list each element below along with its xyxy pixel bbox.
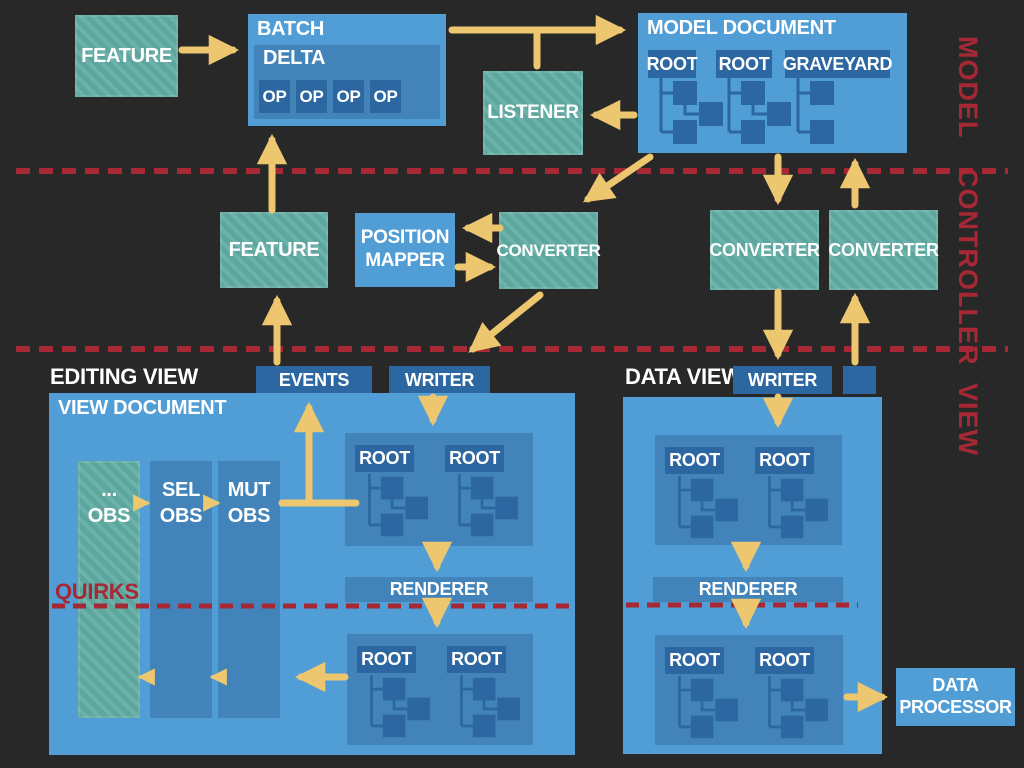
observer-column-other: ... OBS <box>78 461 140 718</box>
observer-column-sel: SEL OBS <box>150 461 212 718</box>
listener-box: LISTENER <box>483 71 583 155</box>
delta-title: DELTA <box>263 47 326 69</box>
node-tree <box>755 476 833 542</box>
view-tree-container-lower: ROOT ROOT <box>347 634 533 745</box>
model-document-box: MODEL DOCUMENT ROOT ROOT GRAVEYARD <box>638 13 907 153</box>
position-mapper-box: POSITION MAPPER <box>355 213 455 287</box>
converter-box-mid: CONVERTER <box>709 210 820 290</box>
data-view-document-box: ROOT ROOT RENDERER ROOT ROOT <box>623 397 882 754</box>
node-tree <box>665 676 743 742</box>
converter-box-right: CONVERTER <box>828 210 939 290</box>
node-tree <box>665 476 743 542</box>
arrow-converter-to-writer <box>468 291 544 353</box>
node-tree <box>716 78 794 148</box>
op-box: OP <box>333 80 364 113</box>
root-header: ROOT <box>355 445 414 472</box>
op-box: OP <box>370 80 401 113</box>
model-document-title: MODEL DOCUMENT <box>647 17 836 39</box>
node-tree <box>755 676 833 742</box>
batch-title: BATCH <box>257 18 325 40</box>
root-header: ROOT <box>665 647 724 674</box>
position-mapper-line2: MAPPER <box>365 250 445 271</box>
converter-box-left: CONVERTER <box>496 212 601 289</box>
feature-box-controller: FEATURE <box>220 212 328 288</box>
data-processor-line2: PROCESSOR <box>899 697 1012 717</box>
node-tree <box>357 675 435 741</box>
view-tree-container-upper: ROOT ROOT <box>345 433 533 546</box>
data-processor-box: DATA PROCESSOR <box>896 668 1015 726</box>
root-header: ROOT <box>665 447 724 474</box>
root-header: ROOT <box>755 647 814 674</box>
op-box: OP <box>259 80 290 113</box>
data-view-title: DATA VIEW <box>625 364 742 389</box>
op-row: OP OP OP OP <box>259 80 401 113</box>
view-document-box: VIEW DOCUMENT ... OBS SEL OBS MUT OBS RO… <box>49 393 575 755</box>
arrow-modeldoc-to-converter-left <box>582 153 654 203</box>
root-header: ROOT <box>647 50 698 78</box>
data-view-small-box <box>843 366 876 394</box>
root-header: ROOT <box>716 50 772 78</box>
layer-label-controller: CONTROLLER <box>953 168 983 366</box>
observer-column-mut: MUT OBS <box>218 461 280 718</box>
data-tree-container-upper: ROOT ROOT <box>655 435 842 545</box>
feature-box-model: FEATURE <box>75 15 178 97</box>
node-tree <box>785 78 837 148</box>
node-tree <box>648 78 726 148</box>
root-header: ROOT <box>755 447 814 474</box>
root-header: ROOT <box>447 646 506 673</box>
data-processor-line1: DATA <box>932 675 979 696</box>
layer-label-view: VIEW <box>953 383 983 457</box>
root-header: ROOT <box>357 646 416 673</box>
op-box: OP <box>296 80 327 113</box>
feature-label: FEATURE <box>81 44 172 67</box>
root-header: ROOT <box>445 445 504 472</box>
renderer-box-data: RENDERER <box>653 577 843 602</box>
writer-box-editing: WRITER <box>389 366 490 394</box>
quirks-label: QUIRKS <box>55 579 139 604</box>
feature-label: FEATURE <box>228 238 320 261</box>
delta-box: DELTA OP OP OP OP <box>254 45 440 119</box>
node-tree <box>445 474 523 540</box>
listener-label: LISTENER <box>487 102 579 123</box>
view-document-title: VIEW DOCUMENT <box>58 397 227 419</box>
batch-box: BATCH DELTA OP OP OP OP <box>248 14 446 126</box>
writer-box-data: WRITER <box>733 366 832 394</box>
events-box: EVENTS <box>256 366 372 394</box>
node-tree <box>355 474 433 540</box>
editing-view-title: EDITING VIEW <box>50 364 198 389</box>
layer-label-model: MODEL <box>953 36 983 139</box>
position-mapper-line1: POSITION <box>360 227 450 249</box>
node-tree <box>447 675 525 741</box>
graveyard-header: GRAVEYARD <box>783 50 892 78</box>
renderer-box-editing: RENDERER <box>345 577 533 602</box>
data-tree-container-lower: ROOT ROOT <box>655 635 843 745</box>
